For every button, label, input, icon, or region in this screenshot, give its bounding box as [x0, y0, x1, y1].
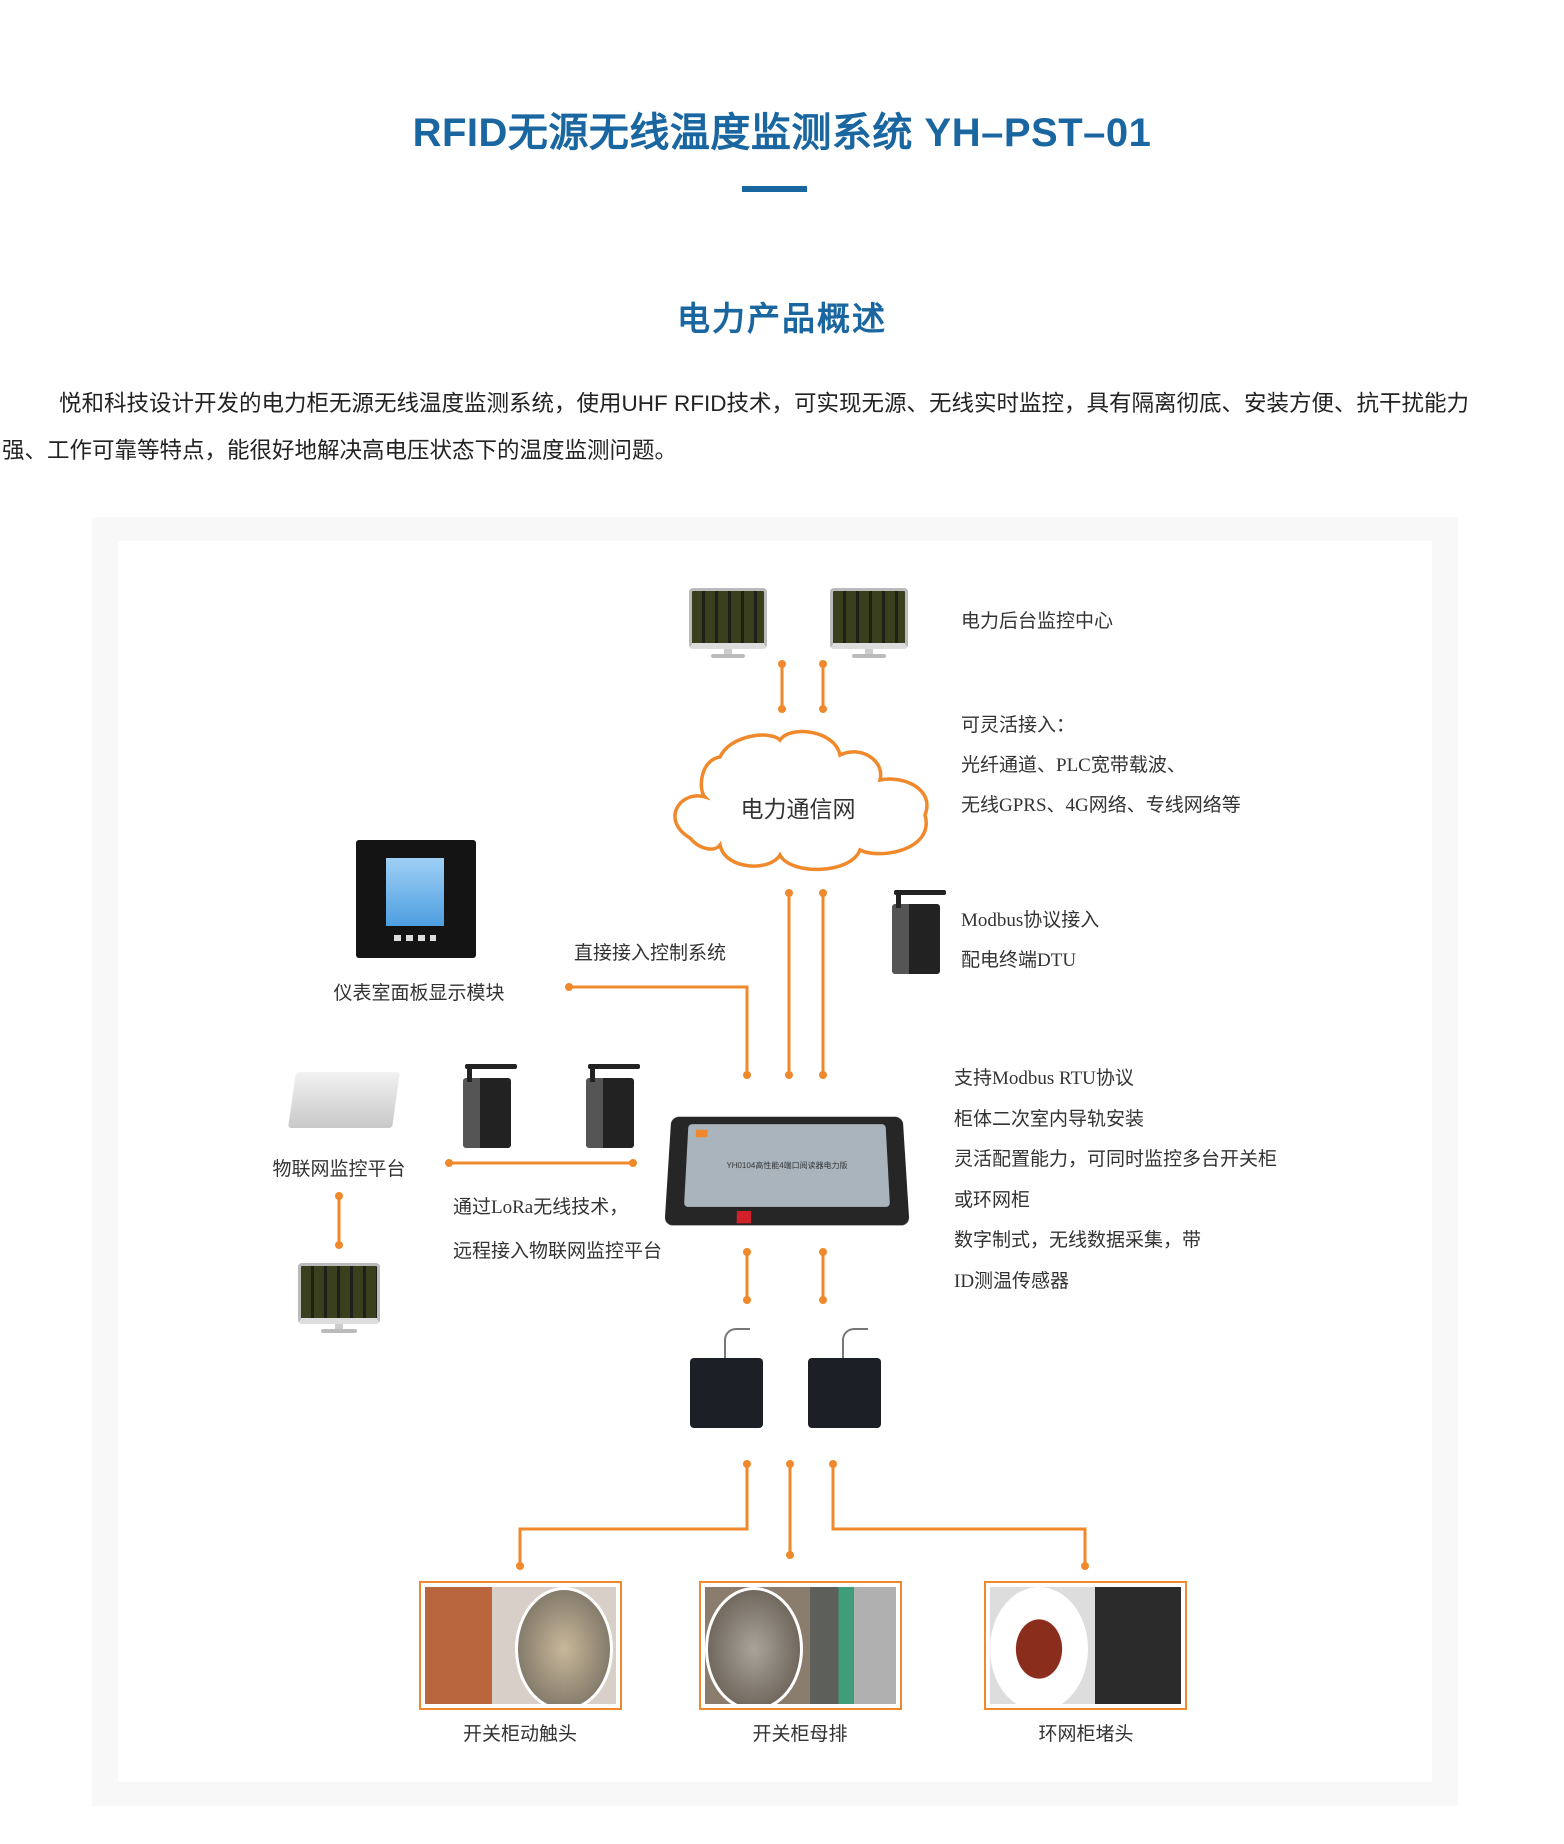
monitoring-center-label: 电力后台监控中心 — [961, 606, 1113, 633]
monitor-icon — [298, 1263, 380, 1335]
rfid-reader-device: YH0104高性能4端口阅读器电力版 — [664, 1117, 909, 1226]
connector-dot — [516, 1562, 524, 1570]
feature-item: 支持Modbus RTU协议 — [954, 1063, 1277, 1104]
connector-dot — [819, 1071, 827, 1079]
connector-dot — [565, 983, 573, 991]
connector-dot — [778, 705, 786, 713]
connector-dot — [743, 1296, 751, 1304]
access-heading: 可灵活接入： — [961, 710, 1075, 737]
meter-panel-label: 仪表室面板显示模块 — [333, 978, 504, 1005]
feature-item: 或环网柜 — [954, 1185, 1277, 1226]
connector-dot — [819, 1248, 827, 1256]
dtu-line-2: 配电终端DTU — [961, 945, 1076, 972]
connector-dot — [778, 660, 786, 668]
connector-dot — [1081, 1562, 1089, 1570]
feature-item: ID测温传感器 — [954, 1266, 1277, 1307]
connector-dot — [335, 1241, 343, 1249]
connector-dot — [785, 1071, 793, 1079]
lora-device-icon — [459, 1064, 519, 1150]
monitor-icon — [689, 588, 767, 658]
industrial-pc-icon — [288, 1072, 400, 1128]
dtu-line-1: Modbus协议接入 — [961, 905, 1099, 932]
cloud-label: 电力通信网 — [741, 790, 856, 824]
meter-panel-icon — [356, 840, 476, 958]
application-label: 环网柜堵头 — [1038, 1719, 1133, 1746]
connector-app-left — [520, 1464, 747, 1566]
access-line-1: 光纤通道、PLC宽带载波、 — [961, 750, 1186, 777]
connector-dot — [785, 889, 793, 897]
dtu-device-icon — [888, 890, 948, 976]
connector-app-right — [833, 1464, 1085, 1566]
connector-dot — [743, 1460, 751, 1468]
connector-dot — [629, 1159, 637, 1167]
photo-switchgear-busbar — [699, 1581, 902, 1710]
temperature-sensor-icon — [808, 1328, 881, 1431]
connector-dot — [829, 1460, 837, 1468]
connector-direct-access — [569, 987, 747, 1075]
application-label: 开关柜母排 — [752, 1719, 847, 1746]
connector-dot — [786, 1460, 794, 1468]
feature-item: 数字制式，无线数据采集，带 — [954, 1225, 1277, 1266]
connector-dot — [743, 1071, 751, 1079]
connector-dot — [335, 1192, 343, 1200]
application-label: 开关柜动触头 — [463, 1719, 577, 1746]
connector-dot — [819, 1296, 827, 1304]
photo-ring-main-unit-plug — [984, 1581, 1187, 1710]
connector-dot — [743, 1248, 751, 1256]
temperature-sensor-icon — [690, 1328, 763, 1431]
connector-dot — [819, 705, 827, 713]
connector-dot — [819, 889, 827, 897]
direct-access-label: 直接接入控制系统 — [574, 938, 726, 965]
power-switch-icon — [737, 1211, 752, 1223]
photo-switchgear-contact — [419, 1581, 622, 1710]
connector-dot — [786, 1551, 794, 1559]
feature-item: 柜体二次室内导轨安装 — [954, 1104, 1277, 1145]
feature-item: 灵活配置能力，可同时监控多台开关柜 — [954, 1144, 1277, 1185]
monitor-icon — [830, 588, 908, 658]
lora-line-2: 远程接入物联网监控平台 — [453, 1236, 662, 1263]
iot-platform-label: 物联网监控平台 — [272, 1154, 405, 1181]
access-line-2: 无线GPRS、4G网络、专线网络等 — [961, 790, 1241, 817]
lora-device-icon — [582, 1064, 642, 1150]
connector-dot — [445, 1159, 453, 1167]
reader-panel-text: YH0104高性能4端口阅读器电力版 — [686, 1160, 888, 1171]
brand-logo-icon — [696, 1130, 708, 1138]
reader-features-list: 支持Modbus RTU协议 柜体二次室内导轨安装 灵活配置能力，可同时监控多台… — [954, 1063, 1277, 1307]
connector-dot — [819, 660, 827, 668]
lora-line-1: 通过LoRa无线技术， — [453, 1192, 628, 1219]
